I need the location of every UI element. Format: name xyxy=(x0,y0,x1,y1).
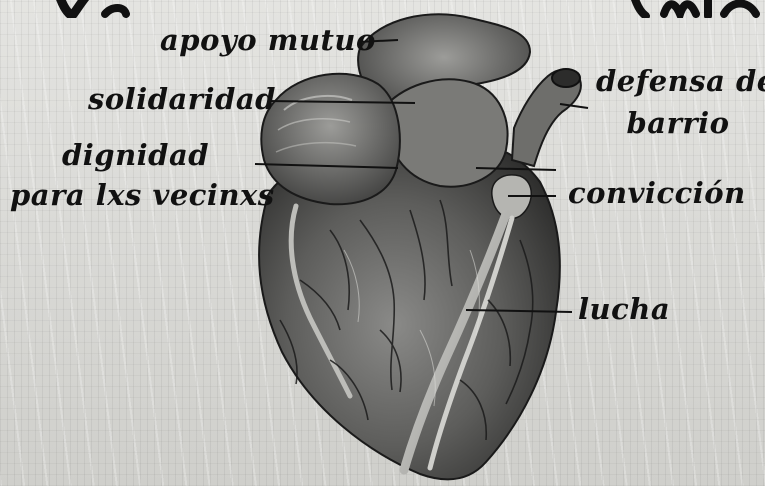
label-solidaridad: solidaridad xyxy=(88,84,276,115)
label-lucha: lucha xyxy=(578,294,670,325)
label-dignidad-line2: para lxs vecinxs xyxy=(10,180,275,211)
label-dignidad-line1: dignidad xyxy=(62,140,209,171)
label-apoyo-mutuo: apoyo mutuo xyxy=(160,25,376,56)
label-defensa-line1: defensa del xyxy=(596,66,760,97)
label-conviccion: convicción xyxy=(568,178,746,209)
right-atrium xyxy=(261,74,400,204)
label-defensa-line2: barrio xyxy=(596,108,760,139)
